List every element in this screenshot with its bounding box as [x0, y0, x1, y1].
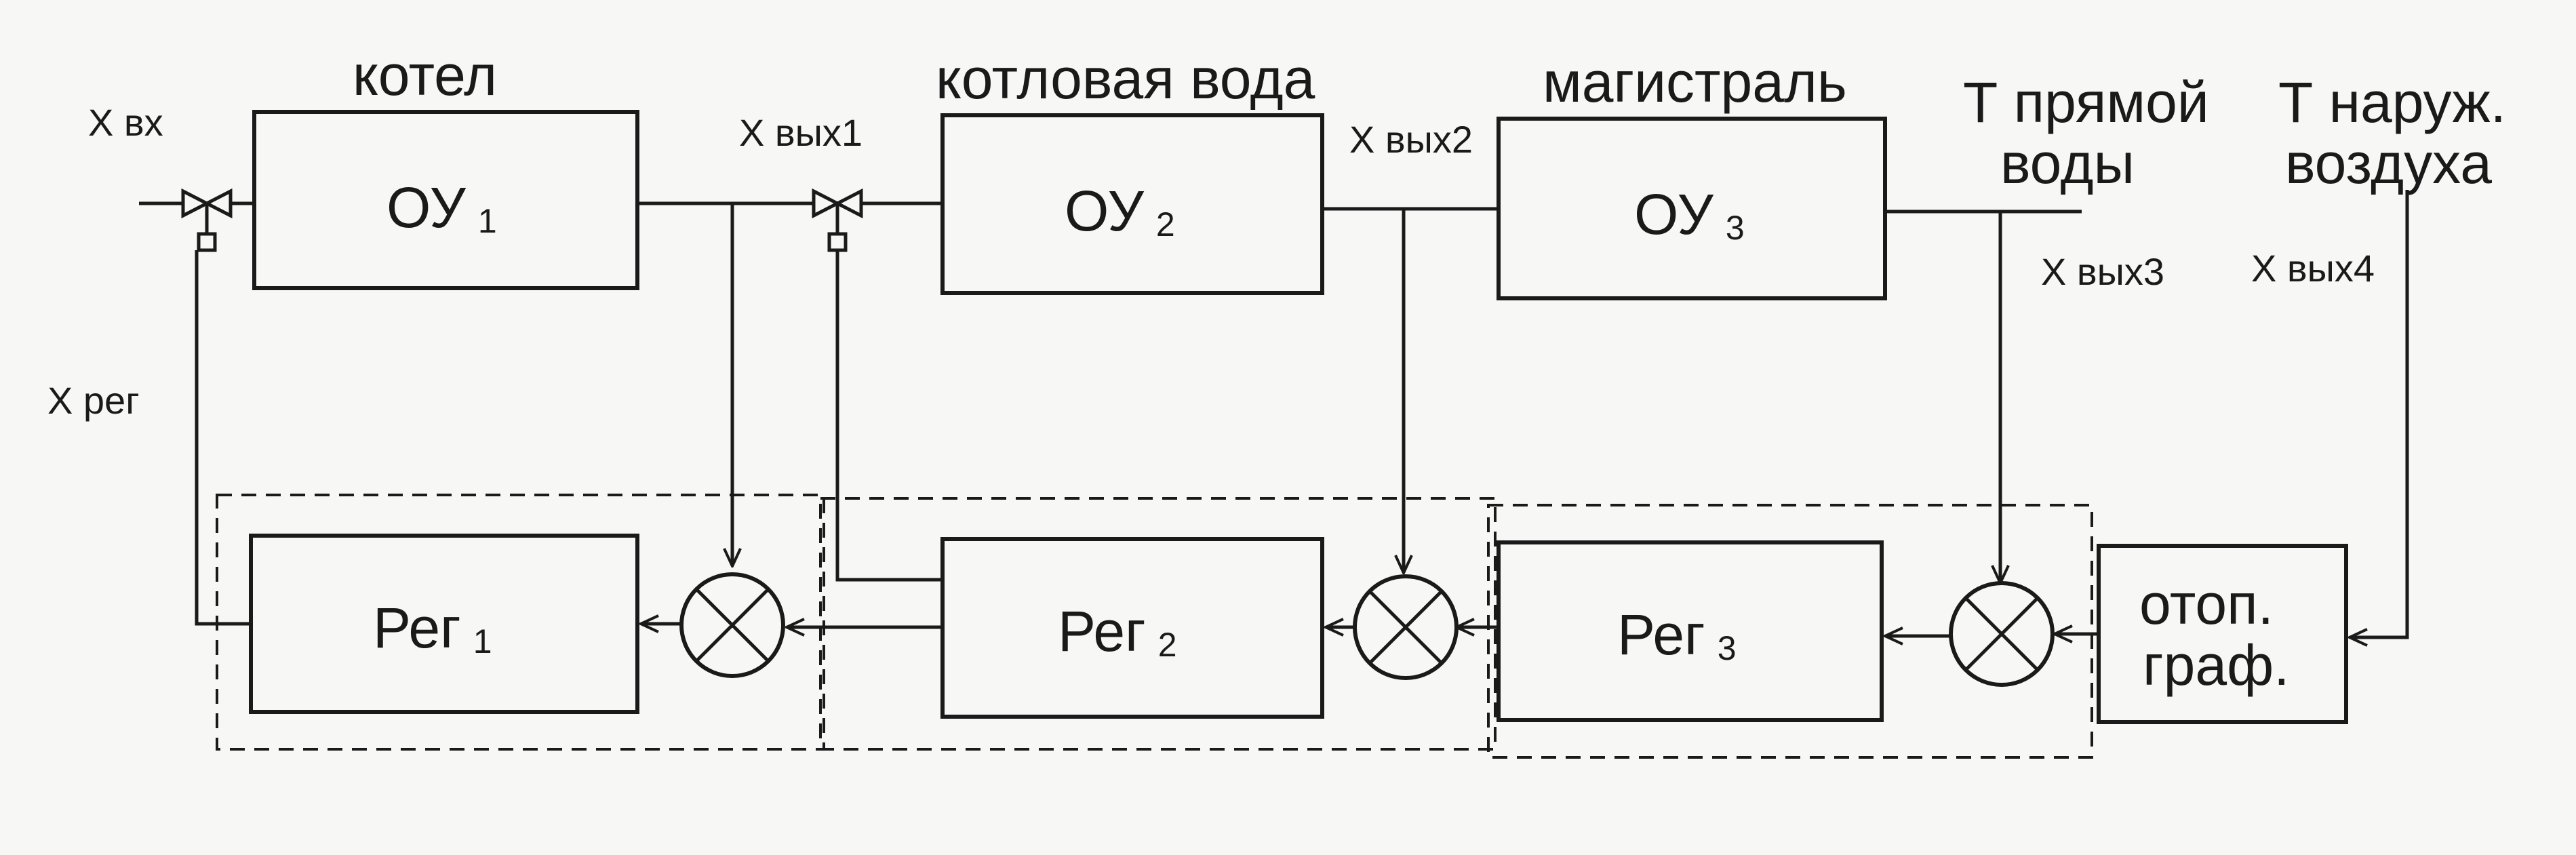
- signal-x-vyx3: X вых3: [2041, 250, 2164, 293]
- header-magistral: магистраль: [1543, 50, 1847, 114]
- block-ou1: [252, 110, 639, 290]
- signal-x-reg: X рег: [47, 379, 140, 422]
- signal-x-vx: X вх: [88, 101, 163, 144]
- header-t-naruzh-line1: Т наруж.: [2278, 71, 2506, 134]
- regulator-group-3: [1487, 504, 2093, 759]
- header-kotel: котел: [353, 43, 497, 107]
- feedback-xvyx4-line: [2350, 190, 2409, 637]
- header-t-pryamoy-line2: воды: [2000, 132, 2135, 195]
- header-t-naruzh-line2: воздуха: [2285, 132, 2492, 195]
- reg1-to-valve1-line: [195, 250, 251, 626]
- valve-1-icon: [181, 188, 233, 252]
- valve-2-icon: [812, 188, 863, 252]
- summing-junction-1-icon: [679, 572, 785, 678]
- summing-junction-2-icon: [1353, 574, 1459, 680]
- label-otop-line1: отоп.: [2139, 572, 2274, 636]
- reg2-to-valve2-line: [835, 250, 943, 582]
- signal-x-vyx2: X вых2: [1349, 118, 1473, 161]
- header-t-pryamoy-line1: Т прямой: [1963, 71, 2209, 134]
- summing-junction-3-icon: [1949, 581, 2055, 687]
- signal-x-vyx4: X вых4: [2251, 247, 2375, 290]
- label-otop-line2: граф.: [2143, 633, 2290, 697]
- block-reg3: [1497, 540, 1884, 722]
- header-kotlovaya-voda: котловая вода: [936, 47, 1315, 111]
- signal-x-vyx1: X вых1: [739, 111, 863, 154]
